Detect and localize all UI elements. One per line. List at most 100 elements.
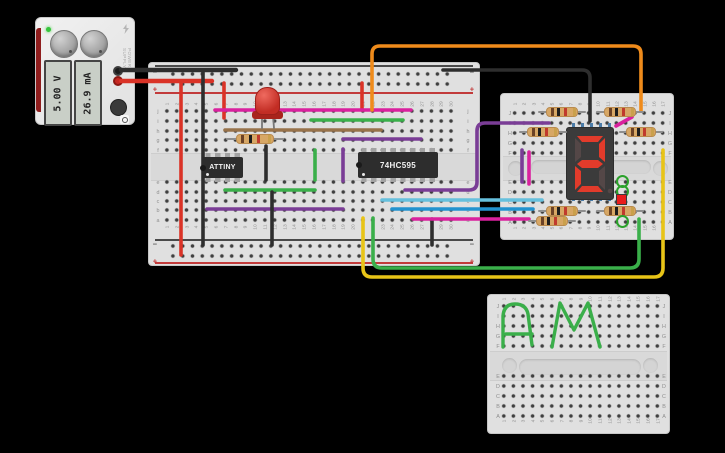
power-button-icon [120,115,129,124]
resistor[interactable] [519,126,567,138]
column-label: 18 [330,224,337,230]
column-label: 1 [501,297,507,301]
column-label: 16 [311,224,317,230]
resistor[interactable] [538,106,586,118]
resistor[interactable] [596,106,644,118]
chip-label: 74HC595 [380,160,416,170]
column-label: 17 [660,101,666,107]
column-label: 13 [281,101,288,107]
power-supply-label: POWER SUPPLY [122,48,132,69]
voltage-knob[interactable] [50,30,78,58]
row-label: G [507,140,513,146]
column-label: 1 [512,226,518,230]
column-label: 3 [530,102,537,106]
rail-symbol: − [152,240,158,249]
row-label: C [662,393,666,399]
row-label: h [156,128,160,134]
resistor-band [544,128,548,136]
power-supply-side-strip [36,28,41,112]
column-label: 10 [595,225,602,231]
resistor-band [257,135,261,143]
row-label: i [157,118,159,124]
chip-notch [356,162,362,168]
current-knob[interactable] [80,30,108,58]
hole-row [499,341,663,351]
column-label: 9 [586,226,592,230]
resistor[interactable] [528,215,576,227]
hole-row [168,69,453,79]
pin1-dot [206,173,209,176]
resistor-band [572,207,576,215]
resistor-band [531,128,535,136]
display-pin [590,123,593,128]
resistor-band [249,135,253,143]
resistor[interactable] [619,126,663,138]
row-label: E [668,179,672,185]
row-label: a [156,217,160,223]
row-label: C [668,199,672,205]
resistor-band [630,108,634,116]
hole-row [162,116,457,126]
column-label: 23 [379,101,386,107]
column-label: 2 [521,102,528,106]
column-label: 14 [291,101,298,107]
rail-symbol: − [152,68,158,77]
rail-line [155,65,473,67]
column-label: 3 [183,225,190,229]
rail-symbol: + [469,85,475,94]
column-label: 16 [311,101,317,107]
chip-attiny[interactable]: ATTINY [200,153,243,182]
row-label: D [668,189,672,195]
column-label: 15 [641,225,648,231]
voltage-value: 5.00 V [52,74,64,112]
column-label: 16 [645,296,651,302]
column-label: 4 [193,225,200,229]
column-label: 25 [399,224,405,230]
hole-row [499,391,663,401]
resistor-band [553,128,557,136]
column-label: 12 [606,296,613,302]
red-led[interactable] [255,87,280,115]
hole-row [162,187,457,197]
hole-row [499,401,663,411]
positive-terminal[interactable] [113,76,123,86]
resistor-body [527,127,559,137]
column-label: 10 [587,418,594,424]
row-label: H [668,130,672,136]
column-label: 14 [626,296,632,302]
resistor-band [608,108,612,116]
row-label: G [661,333,667,339]
column-label: 14 [291,224,298,230]
hole-row [499,331,663,341]
row-label: b [156,207,160,213]
row-label: c [466,198,470,204]
column-label: 2 [521,226,528,230]
gap-circle [653,160,668,176]
seven-segment-display[interactable] [566,127,614,200]
resistor[interactable] [226,133,284,145]
hole-row [499,311,663,321]
column-label: 9 [578,297,584,301]
resistor-band [636,128,640,136]
column-label: 21 [360,101,366,107]
hole-row [162,196,457,206]
row-label: F [496,343,500,349]
column-label: 23 [379,224,386,230]
hole-row [168,79,453,89]
chip-74hc595[interactable]: 74HC595 [356,148,438,182]
hole-row [162,215,457,225]
rail-line [155,262,473,264]
rail-line [155,92,473,94]
column-label: 13 [616,418,622,424]
column-label: 7 [558,419,565,423]
power-button[interactable] [110,99,127,116]
power-supply[interactable]: 5.00 V 26.9 mA POWER SUPPLY [35,17,135,126]
resistor-band [241,135,245,143]
column-label: 20 [350,101,356,107]
row-label: J [496,303,500,309]
display-pin [572,123,575,128]
column-label: 3 [520,297,526,301]
chip-pins [359,178,437,182]
